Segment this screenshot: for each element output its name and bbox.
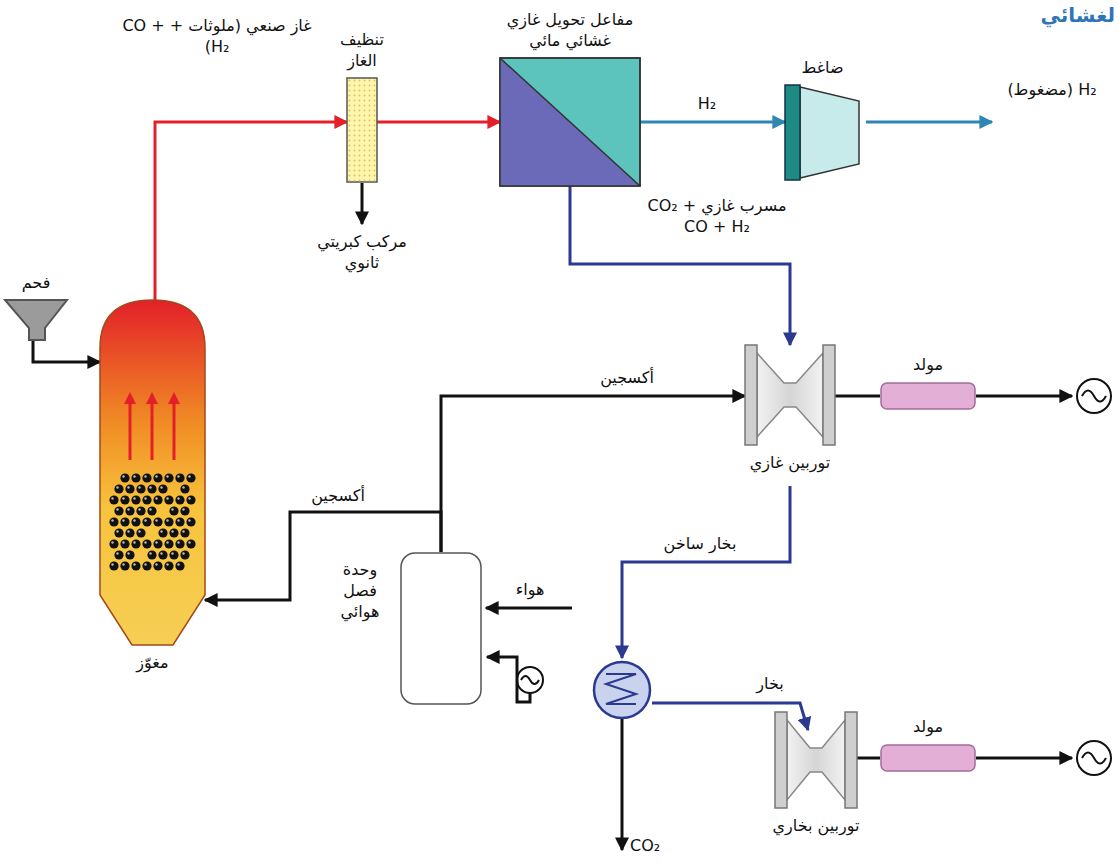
ac-symbol xyxy=(1077,741,1111,775)
compressor-shape xyxy=(785,85,860,180)
hydrogen-outlet xyxy=(866,121,992,124)
byproduct-label: مركب كبريتي ثانوي xyxy=(300,232,424,274)
sulfur-outlet xyxy=(361,183,364,224)
hot-steam-line xyxy=(622,486,790,658)
generator: مولد xyxy=(880,382,976,410)
product-label: H₂ (مضغوط) xyxy=(990,80,1114,101)
flow-connector xyxy=(640,121,785,124)
node-label: ضاغط xyxy=(783,58,863,79)
gas-cleanup-box: تنظيف الغاز xyxy=(347,78,377,182)
ac-source xyxy=(517,667,543,693)
heat-exchanger xyxy=(594,662,650,718)
flow-label: مسرب غازي CO₂ + CO + H₂ xyxy=(640,196,794,238)
co2-outlet xyxy=(621,719,624,850)
page-title: لغشائي xyxy=(1041,2,1115,28)
node-label: توربين بخاري xyxy=(756,816,876,837)
stream-label: بخار xyxy=(740,674,800,695)
power-wire xyxy=(487,657,530,702)
air-separation-unit: وحدة فصل هوائي xyxy=(400,552,482,705)
gas-turbine-shape xyxy=(745,345,835,445)
node-label: تنظيف الغاز xyxy=(327,30,397,72)
air-separation-unit-shape xyxy=(400,552,482,705)
node-label: توربين غازي xyxy=(735,453,845,474)
gas-cleanup-box-shape xyxy=(347,78,377,182)
node-label: فحم xyxy=(6,273,66,294)
membrane-reactor-shape xyxy=(500,58,640,186)
power-output xyxy=(976,757,1072,760)
flow-label: أكسجين xyxy=(296,486,380,507)
steam-turbine-shape xyxy=(775,712,857,808)
ac-symbol xyxy=(1077,379,1111,413)
flow-label: غاز صنعي (ملوثات + CO + H₂) xyxy=(110,16,324,58)
steam-turbine: توربين بخاري xyxy=(775,712,857,808)
gasifier-vessel: مغوّز xyxy=(100,300,205,645)
flow-connector xyxy=(155,122,347,300)
node-label: مولد xyxy=(888,717,968,738)
stream-label: هواء xyxy=(500,580,560,601)
coal-hopper-shape xyxy=(5,300,67,340)
generator: مولد xyxy=(880,744,976,772)
node-label: مفاعل تحويل غازي غشائي مائي xyxy=(485,10,655,52)
node-label: مولد xyxy=(888,355,968,376)
power-output xyxy=(976,395,1072,398)
flow-connector xyxy=(835,395,880,398)
node-label: وحدة فصل هوائي xyxy=(326,560,394,622)
generator-shape xyxy=(880,382,976,410)
flow-label: أكسجين xyxy=(585,368,669,389)
flow-connector xyxy=(33,340,100,362)
stream-label: CO₂ xyxy=(630,836,690,857)
flow-connector xyxy=(857,757,880,760)
generator-shape xyxy=(880,744,976,772)
membrane-reactor: مفاعل تحويل غازي غشائي مائي xyxy=(500,58,640,186)
coal-hopper: فحم xyxy=(5,300,67,340)
air-inlet xyxy=(486,607,572,610)
node-label: مغوّز xyxy=(103,653,203,674)
flow-connector xyxy=(377,121,500,124)
gasifier-vessel-shape xyxy=(100,300,205,645)
gas-turbine: توربين غازي xyxy=(745,345,835,445)
stream-label: بخار ساخن xyxy=(640,534,760,555)
flow-connector xyxy=(441,396,745,552)
flow-label: H₂ xyxy=(680,94,734,115)
compressor: ضاغط xyxy=(785,85,860,180)
